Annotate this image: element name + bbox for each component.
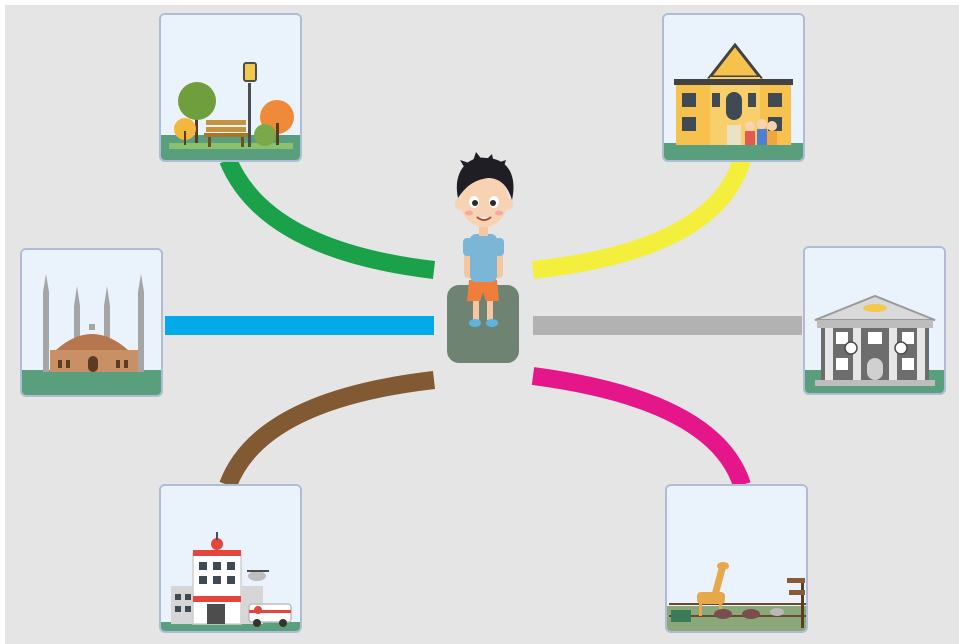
- connector-park: [219, 156, 436, 279]
- hospital-card[interactable]: [159, 484, 302, 633]
- hospital-icon: [161, 486, 300, 631]
- school-card[interactable]: [662, 13, 805, 162]
- park-icon: [161, 15, 300, 160]
- connector-school: [532, 157, 751, 279]
- school-icon: [664, 15, 803, 160]
- child-icon: [455, 152, 514, 327]
- connector-hospital: [219, 371, 436, 489]
- park-card[interactable]: [159, 13, 302, 162]
- bank-card[interactable]: [803, 246, 946, 395]
- zoo-card[interactable]: [665, 484, 808, 633]
- child-seat: [447, 285, 519, 363]
- connector-bank: [533, 316, 802, 335]
- mosque-card[interactable]: [20, 248, 163, 397]
- connector-zoo: [531, 367, 751, 489]
- mosque-icon: [22, 250, 161, 395]
- bank-icon: [805, 248, 944, 393]
- zoo-icon: [667, 486, 806, 631]
- connector-mosque: [165, 316, 434, 335]
